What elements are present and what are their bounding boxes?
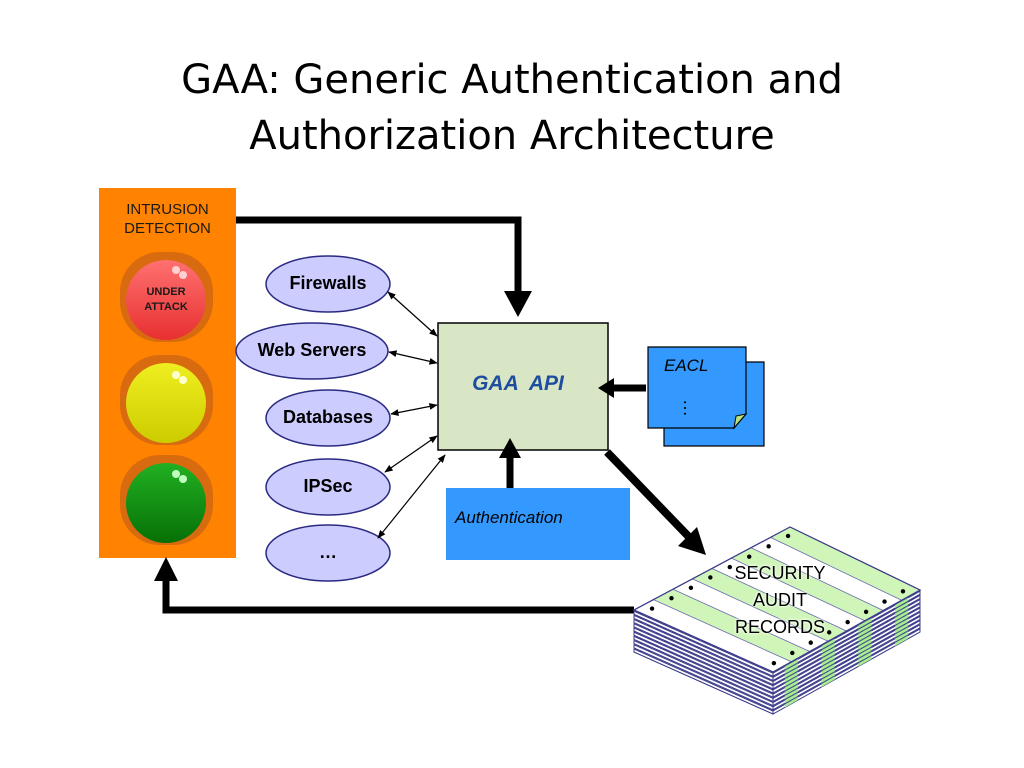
service-web-servers[interactable]: [235, 322, 389, 380]
gaa-api-box[interactable]: [437, 322, 609, 451]
eacl-label: EACL: [664, 356, 708, 375]
service-list: [235, 255, 391, 582]
title-line-1: GAA: Generic Authentication and: [181, 57, 843, 103]
green-lamp: [126, 463, 206, 543]
api-to-audit-arrow: [604, 449, 706, 555]
audit-to-intrusion-arrow: [154, 557, 634, 614]
yellow-lamp: [126, 363, 206, 443]
service-label-firewalls: Firewalls: [289, 273, 367, 293]
service-firewalls[interactable]: [265, 255, 391, 313]
audit-line-1: SECURITY: [734, 563, 826, 583]
service-label-databases: Databases: [282, 407, 374, 427]
page-title: GAA: Generic Authentication and Authoriz…: [112, 52, 912, 164]
intrusion-detection-label: INTRUSION DETECTION: [99, 200, 236, 238]
traffic-light: [99, 188, 236, 558]
intrusion-label-line-2: DETECTION: [124, 220, 211, 237]
service-databases[interactable]: [265, 389, 391, 447]
service-label-web-servers: Web Servers: [257, 340, 367, 360]
service-more[interactable]: [265, 524, 391, 582]
audit-records-label: SECURITY AUDIT RECORDS: [718, 560, 842, 641]
title-line-2: Authorization Architecture: [249, 113, 775, 159]
intrusion-label-line-1: INTRUSION: [126, 201, 209, 218]
red-lamp: [126, 260, 206, 340]
under-attack-line-2: ATTACK: [144, 301, 188, 313]
intrusion-to-api-arrow: [236, 216, 532, 317]
under-attack-label: UNDER ATTACK: [126, 285, 206, 315]
authentication-label: Authentication: [454, 508, 563, 527]
authentication-box[interactable]: [446, 488, 630, 560]
audit-records-stack[interactable]: [632, 526, 922, 715]
eacl-ellipsis: …: [680, 399, 700, 417]
service-connectors: [377, 291, 446, 539]
service-label-ipsec: IPSec: [303, 476, 353, 496]
under-attack-line-1: UNDER: [146, 286, 186, 298]
eacl-documents[interactable]: EACL …: [647, 346, 765, 447]
audit-line-3: RECORDS: [734, 617, 825, 637]
service-label-more: …: [319, 542, 337, 562]
gaa-api-label: GAA API: [472, 372, 565, 395]
audit-line-2: AUDIT: [753, 590, 807, 610]
